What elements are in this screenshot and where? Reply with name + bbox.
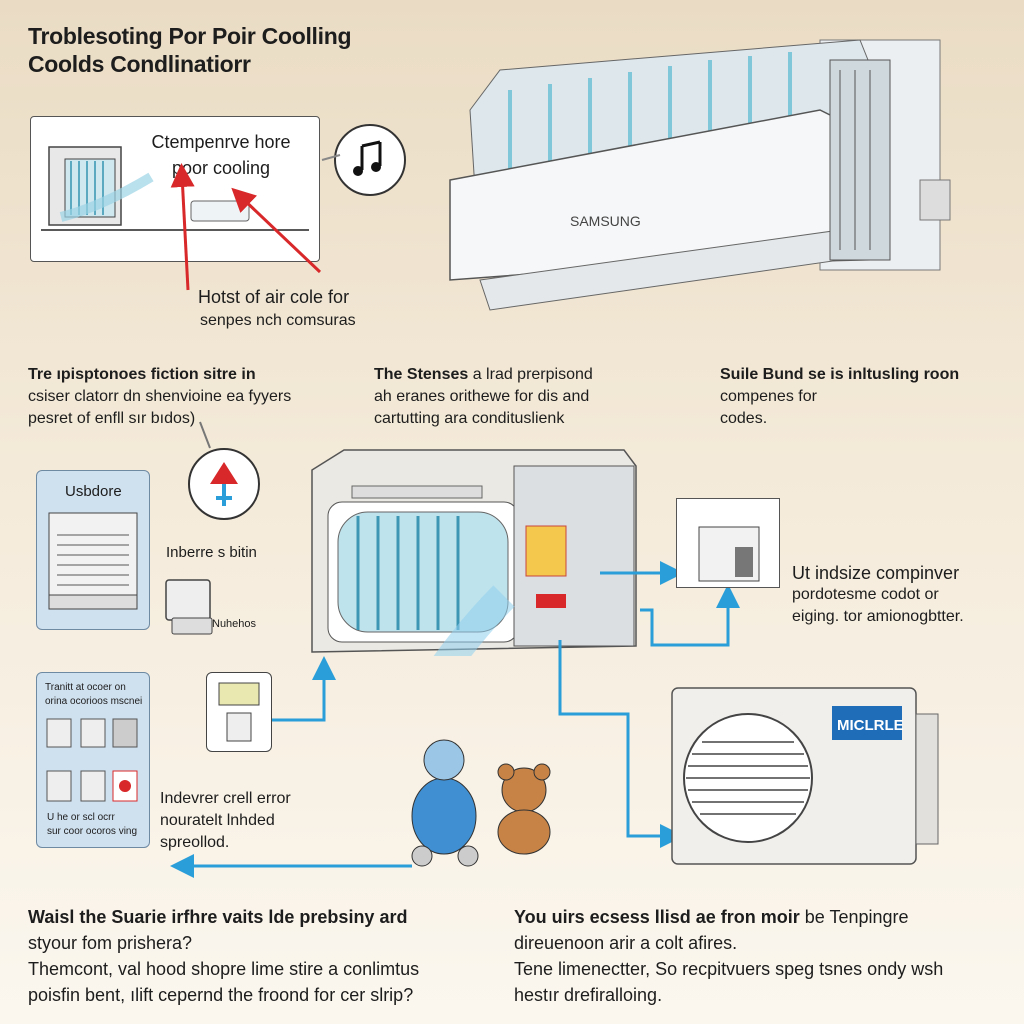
bottom-left-text: Waisl the Suarie irfhre vaits lde prebsi… <box>28 904 498 1008</box>
top-note-line-1: Hotst of air cole for <box>198 287 350 307</box>
pointer-line <box>199 421 211 449</box>
music-note-icon <box>334 124 406 196</box>
bottom-left-line-4: poisfin bent, ılift cepernd the froond f… <box>28 985 414 1005</box>
error-panel-bottom: U he or scl ocrr sur coor ocoros ving <box>47 811 137 839</box>
right-text-line-1: Ut indsize compinver <box>792 563 960 583</box>
bottom-left-head: Waisl the Suarie irfhre vaits lde prebsi… <box>28 907 408 927</box>
error-panel-bottom-1: U he or scl ocrr <box>47 812 115 823</box>
error-panel-top: Tranitt at ocoer on orina ocorioos mscne… <box>45 681 142 709</box>
column-3-line-2: compenes for <box>720 388 817 405</box>
error-panel-icons <box>46 718 138 802</box>
column-2-line-3: cartutting ara condituslienk <box>374 410 565 427</box>
title-line-2: Coolds Condlinatiorr <box>28 51 251 77</box>
title-line-1: Troblesoting Por Poir Coolling <box>28 23 352 49</box>
error-code-panel: Tranitt at ocoer on orina ocorioos mscne… <box>36 672 150 848</box>
brand-indoor: SAMSUNG <box>570 213 641 229</box>
red-arrows <box>170 154 341 291</box>
page-title: Troblesoting Por Poir Coolling Coolds Co… <box>28 22 352 78</box>
small-label-1: Nuhehos <box>212 618 257 630</box>
outdoor-unit-illustration: MICLRLE <box>671 687 939 865</box>
bottom-right-text: You uirs ecsess llisd ae fron moir be Te… <box>514 904 1010 1008</box>
column-2-head: The Stenses <box>374 366 469 383</box>
column-3-text: Suile Bund se is inltusling roon compene… <box>720 364 1010 430</box>
bottom-right-line-2: direuenoon arir a colt afires. <box>514 933 738 953</box>
top-note: Hotst of air cole for senpes nch comsura… <box>198 284 356 332</box>
column-1-text: Tre ıpisptonoes fiction sitre in csiser … <box>28 364 348 430</box>
bottom-left-line-2: styour fom prishera? <box>28 933 193 953</box>
filter-part-icon <box>165 579 213 635</box>
column-1-head: Tre ıpisptonoes fiction sitre in <box>28 366 256 383</box>
brand-outdoor: MICLRLE <box>837 717 904 734</box>
bottom-right-head: You uirs ecsess llisd ae fron moir <box>514 907 800 927</box>
inderr-head: Indevrer crell error <box>160 790 291 807</box>
column-2-head-rest: a lrad prerpisond <box>468 366 593 383</box>
column-2-text: The Stenses a lrad prerpisond ah eranes … <box>374 364 694 430</box>
portable-unit-label: Usbdore <box>65 483 122 500</box>
portable-unit-panel: Usbdore <box>36 470 150 630</box>
column-3-head: Suile Bund se is inltusling roon <box>720 366 960 383</box>
column-2-line-2: ah eranes orithewe for dis and <box>374 388 590 405</box>
column-1-line-2: csiser clatorr dn shenvioine ea fyyers <box>28 388 292 405</box>
compressor-inset <box>676 498 780 588</box>
inbere-label: Inberre s bitin <box>166 544 257 561</box>
inderr-line-2: nouratelt lnhded <box>160 812 275 829</box>
right-text: Ut indsize compinver pordotesme codot or… <box>792 562 1012 628</box>
error-panel-top-1: Tranitt at ocoer on <box>45 682 126 693</box>
bottom-right-head-rest: be Tenpingre <box>799 907 909 927</box>
mini-ac-illustration <box>41 146 309 231</box>
column-1-line-3: pesret of enfll sır bıdos) <box>28 410 196 427</box>
error-panel-top-2: orina ocorioos mscnei <box>45 696 143 707</box>
up-arrow-icon <box>188 448 260 520</box>
indoor-unit-illustration: SAMSUNG <box>449 39 951 311</box>
column-3-line-3: codes. <box>720 410 768 427</box>
inderr-line-3: spreollod. <box>160 834 230 851</box>
central-unit-illustration <box>311 449 637 656</box>
top-note-line-2: senpes nch comsuras <box>200 312 356 329</box>
bottom-left-line-3: Themcont, val hood shopre lime stire a c… <box>28 959 420 979</box>
error-panel-bottom-2: sur coor ocoros ving <box>47 826 138 837</box>
portable-unit-icon <box>48 512 138 610</box>
cooling-callout-panel: Ctempenrve hore poor cooling <box>30 116 320 262</box>
right-text-line-2: pordotesme codot or <box>792 586 939 603</box>
toys-illustration <box>411 739 551 867</box>
bottom-right-line-3: Tene limenectter, So recpitvuers speg ts… <box>514 959 944 979</box>
right-text-line-3: eiging. tor amionogbtter. <box>792 608 964 625</box>
bottom-right-line-4: hestır drefiralloing. <box>514 985 663 1005</box>
inderr-text: Indevrer crell error nouratelt lnhded sp… <box>160 788 291 854</box>
display-panel-icon <box>206 672 272 752</box>
